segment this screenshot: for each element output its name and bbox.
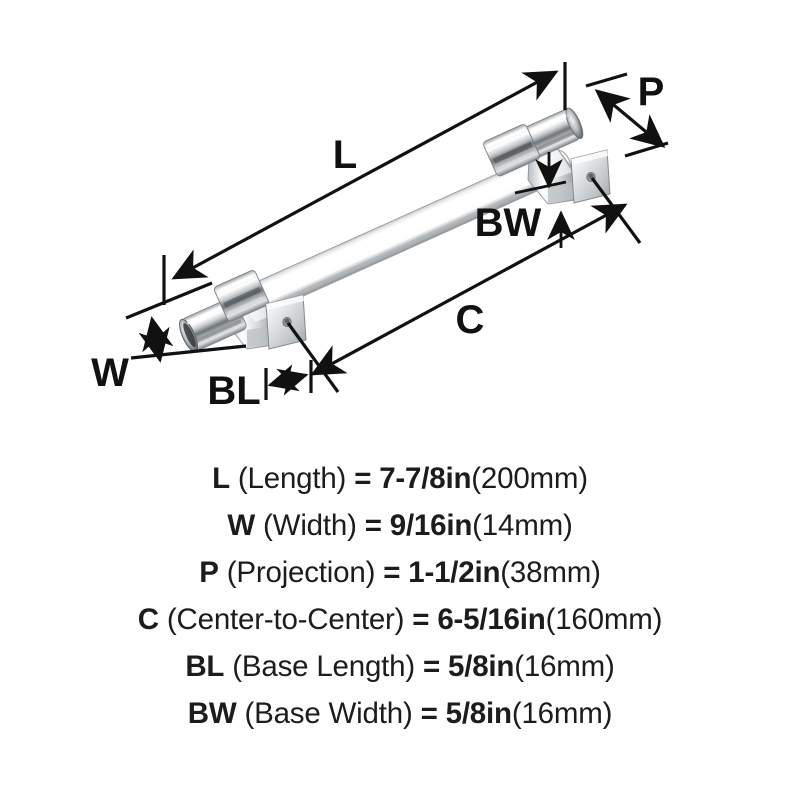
- spec-metric-W: (14mm): [472, 509, 573, 542]
- spec-name-C: (Center-to-Center): [166, 603, 405, 636]
- dimension-label-C: C: [456, 298, 485, 342]
- spec-code-BW: BW: [187, 697, 237, 730]
- spec-code-BL: BL: [185, 650, 225, 683]
- spec-code-L: L: [212, 462, 230, 495]
- spec-row-projection: P (Projection) = 1-1/2in(38mm): [0, 549, 800, 596]
- dimension-label-W: W: [91, 351, 129, 395]
- spec-code-P: P: [199, 556, 219, 589]
- spec-name-BL: (Base Length): [232, 650, 415, 683]
- spec-metric-P: (38mm): [500, 556, 601, 589]
- spec-row-base-width: BW (Base Width) = 5/8in(16mm): [0, 690, 800, 737]
- spec-equals-P: =: [383, 556, 401, 589]
- spec-row-base-length: BL (Base Length) = 5/8in(16mm): [0, 643, 800, 690]
- spec-name-P: (Projection): [226, 556, 376, 589]
- spec-imperial-L: 7-7/8in: [379, 462, 472, 495]
- spec-equals-L: =: [354, 462, 372, 495]
- dimension-P-line: [594, 89, 666, 148]
- dimension-BL-line: [267, 364, 309, 396]
- spec-imperial-P: 1-1/2in: [408, 556, 501, 589]
- spec-metric-BW: (16mm): [511, 697, 613, 730]
- spec-name-L: (Length): [237, 462, 347, 495]
- dimension-L: [162, 62, 567, 305]
- dimension-P-ext-upper: [585, 72, 628, 88]
- spec-equals-BW: =: [420, 697, 438, 730]
- spec-name-W: (Width): [263, 509, 357, 542]
- spec-row-width: W (Width) = 9/16in(14mm): [0, 502, 800, 549]
- spec-equals-W: =: [364, 509, 382, 542]
- spec-imperial-BW: 5/8in: [445, 697, 512, 730]
- spec-metric-L: (200mm): [471, 462, 588, 495]
- spec-row-center-to-center: C (Center-to-Center) = 6-5/16in(160mm): [0, 596, 800, 643]
- dimension-label-BW: BW: [475, 201, 542, 245]
- dimension-W-line: [138, 316, 174, 363]
- spec-imperial-C: 6-5/16in: [437, 603, 546, 636]
- specification-list: L (Length) = 7-7/8in(200mm) W (Width) = …: [0, 455, 800, 737]
- spec-equals-BL: =: [422, 650, 441, 683]
- spec-equals-C: =: [412, 603, 430, 636]
- dimension-label-P: P: [638, 70, 665, 114]
- dimension-L-line: [171, 70, 559, 280]
- spec-row-length: L (Length) = 7-7/8in(200mm): [0, 455, 800, 502]
- dimension-label-BL: BL: [207, 369, 260, 413]
- spec-metric-BL: (16mm): [514, 650, 615, 683]
- dimension-BW-leader: [514, 180, 567, 195]
- dimension-label-L: L: [333, 133, 357, 177]
- spec-metric-C: (160mm): [545, 603, 663, 636]
- dimension-P: [585, 72, 669, 158]
- spec-code-C: C: [137, 603, 159, 636]
- spec-imperial-BL: 5/8in: [448, 650, 515, 683]
- dimension-W: [125, 281, 247, 363]
- spec-name-BW: (Base Width): [244, 697, 413, 730]
- dimension-C-leader-left: [286, 322, 340, 393]
- dimension-diagram-svg: L W P C BL BW: [91, 62, 669, 413]
- product-illustration: [179, 107, 611, 353]
- dimension-diagram: L W P C BL BW: [91, 62, 669, 413]
- dimension-BL: [264, 360, 313, 400]
- spec-code-W: W: [227, 509, 256, 542]
- spec-imperial-W: 9/16in: [389, 509, 473, 542]
- dimension-C-line: [310, 203, 628, 376]
- left-chrome-collar: [213, 270, 269, 322]
- dimension-W-ext-upper: [125, 281, 213, 320]
- dimension-BW: [514, 152, 575, 248]
